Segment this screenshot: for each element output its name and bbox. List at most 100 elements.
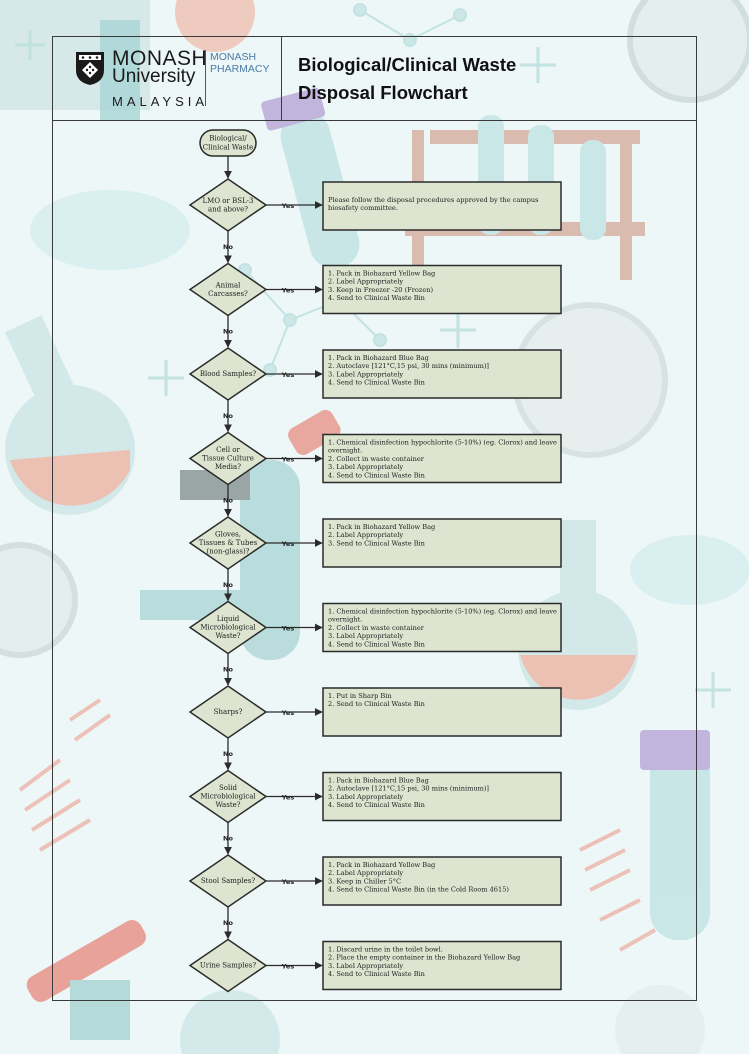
action-step: 3. Send to Clinical Waste Bin: [328, 539, 426, 547]
header-divider: [52, 120, 697, 121]
logo-divider: [205, 50, 206, 106]
decision-question: Microbiological: [200, 793, 256, 801]
decision-node: [188, 516, 268, 570]
action-step: 4. Send to Clinical Waste Bin: [328, 801, 426, 809]
action-step: 2. Label Appropriately: [328, 531, 403, 539]
yes-label: Yes: [281, 456, 295, 464]
action-step: 1. Pack in Biohazard Yellow Bag: [328, 523, 436, 531]
action-box: [322, 687, 562, 737]
action-step: Please follow the disposal procedures ap…: [328, 196, 539, 204]
yes-label: Yes: [281, 540, 295, 548]
action-step: 3. Label Appropriately: [328, 463, 403, 471]
pharmacy-label-line2: PHARMACY: [210, 63, 270, 75]
action-step: 4. Send to Clinical Waste Bin (in the Co…: [328, 886, 509, 894]
action-box: [322, 518, 562, 568]
yes-label: Yes: [281, 794, 295, 802]
logo-malaysia-text: MALAYSIA: [112, 94, 209, 109]
decision-node: [188, 347, 268, 401]
no-label: No: [223, 243, 233, 251]
decision-node: [188, 600, 268, 655]
no-label: No: [223, 497, 233, 505]
start-node-label: Biological/: [209, 135, 247, 143]
page-title-line1: Biological/Clinical Waste: [298, 54, 517, 75]
decision-question: Liquid: [217, 615, 240, 623]
action-step: 4. Send to Clinical Waste Bin: [328, 471, 426, 479]
flowchart-frame: [52, 36, 697, 1001]
decision-question: LMO or BSL-3: [203, 197, 254, 205]
action-step: 1. Put in Sharp Bin: [328, 692, 392, 700]
decision-question: (non-glass)?: [207, 548, 250, 556]
decision-question: and above?: [208, 205, 248, 213]
action-step: 2. Label Appropriately: [328, 278, 403, 286]
action-step: overnight.: [328, 447, 362, 455]
action-step: 4. Send to Clinical Waste Bin: [328, 294, 426, 302]
decision-node: [188, 938, 268, 993]
yes-label: Yes: [281, 287, 295, 295]
decision-question: Tissues & Tubes: [199, 539, 258, 547]
yes-label: Yes: [281, 878, 295, 886]
action-box: [322, 856, 562, 906]
page-title-line2: Disposal Flowchart: [298, 82, 468, 103]
action-step: overnight.: [328, 616, 362, 624]
decision-node: [188, 178, 268, 232]
action-step: 1. Discard urine in the toilet bowl.: [328, 946, 443, 954]
decision-question: Urine Samples?: [200, 962, 256, 970]
action-step: 3. Label Appropriately: [328, 793, 403, 801]
start-node-label: Clinical Waste: [203, 144, 253, 152]
decision-question: Tissue Culture: [202, 455, 254, 463]
no-label: No: [223, 412, 233, 420]
action-step: 2. Collect in waste container: [328, 624, 425, 632]
action-step: 3. Keep in Chiller 5°C: [328, 877, 401, 885]
action-step: biosafety committee.: [328, 204, 398, 212]
no-label: No: [223, 750, 233, 758]
action-step: 1. Chemical disinfection hypochlorite (5…: [328, 608, 557, 616]
action-step: 1. Pack in Biohazard Blue Bag: [328, 354, 430, 362]
action-step: 2. Place the empty container in the Bioh…: [328, 954, 521, 962]
action-box: [322, 602, 562, 653]
decision-node: [188, 854, 268, 908]
decision-question: Waste?: [215, 632, 240, 640]
no-label: No: [223, 581, 233, 589]
decision-node: [188, 769, 268, 824]
yes-label: Yes: [281, 202, 295, 210]
no-label: No: [223, 666, 233, 674]
decision-node: [188, 431, 268, 486]
action-step: 3. Label Appropriately: [328, 632, 403, 640]
action-step: 4. Send to Clinical Waste Bin: [328, 970, 426, 978]
action-box: [322, 264, 562, 315]
logo-university-text: University: [112, 66, 196, 87]
no-label: No: [223, 328, 233, 336]
action-step: 1. Pack in Biohazard Yellow Bag: [328, 861, 436, 869]
decision-question: Media?: [215, 463, 241, 471]
decision-question: Animal: [215, 281, 242, 289]
action-step: 2. Autoclave [121°C,15 psi, 30 mins (min…: [328, 785, 489, 793]
decision-question: Sharps?: [214, 708, 243, 716]
action-step: 3. Label Appropriately: [328, 962, 403, 970]
decision-question: Gloves,: [215, 531, 241, 539]
action-step: 2. Label Appropriately: [328, 869, 403, 877]
yes-label: Yes: [281, 371, 295, 379]
start-node: [199, 129, 257, 157]
action-step: 2. Autoclave [121°C,15 psi, 30 mins (min…: [328, 362, 489, 370]
action-step: 4. Send to Clinical Waste Bin: [328, 640, 426, 648]
action-step: 2. Send to Clinical Waste Bin: [328, 700, 426, 708]
pharmacy-label-line1: MONASH: [210, 51, 257, 63]
yes-label: Yes: [281, 709, 295, 717]
yes-label: Yes: [281, 625, 295, 633]
action-box: [322, 771, 562, 822]
action-step: 1. Pack in Biohazard Blue Bag: [328, 777, 430, 785]
action-step: 3. Keep in Freezer -20 (Frozen): [328, 286, 433, 294]
action-step: 2. Collect in waste container: [328, 455, 425, 463]
decision-question: Carcasses?: [208, 290, 248, 298]
decision-question: Cell or: [216, 446, 240, 454]
action-box: [322, 940, 562, 991]
no-label: No: [223, 835, 233, 843]
decision-question: Waste?: [215, 801, 240, 809]
decision-node: [188, 262, 268, 317]
action-step: 1. Pack in Biohazard Yellow Bag: [328, 270, 436, 278]
action-step: 3. Label Appropriately: [328, 370, 403, 378]
action-box: [322, 181, 562, 231]
decision-question: Microbiological: [200, 624, 256, 632]
yes-label: Yes: [281, 963, 295, 971]
